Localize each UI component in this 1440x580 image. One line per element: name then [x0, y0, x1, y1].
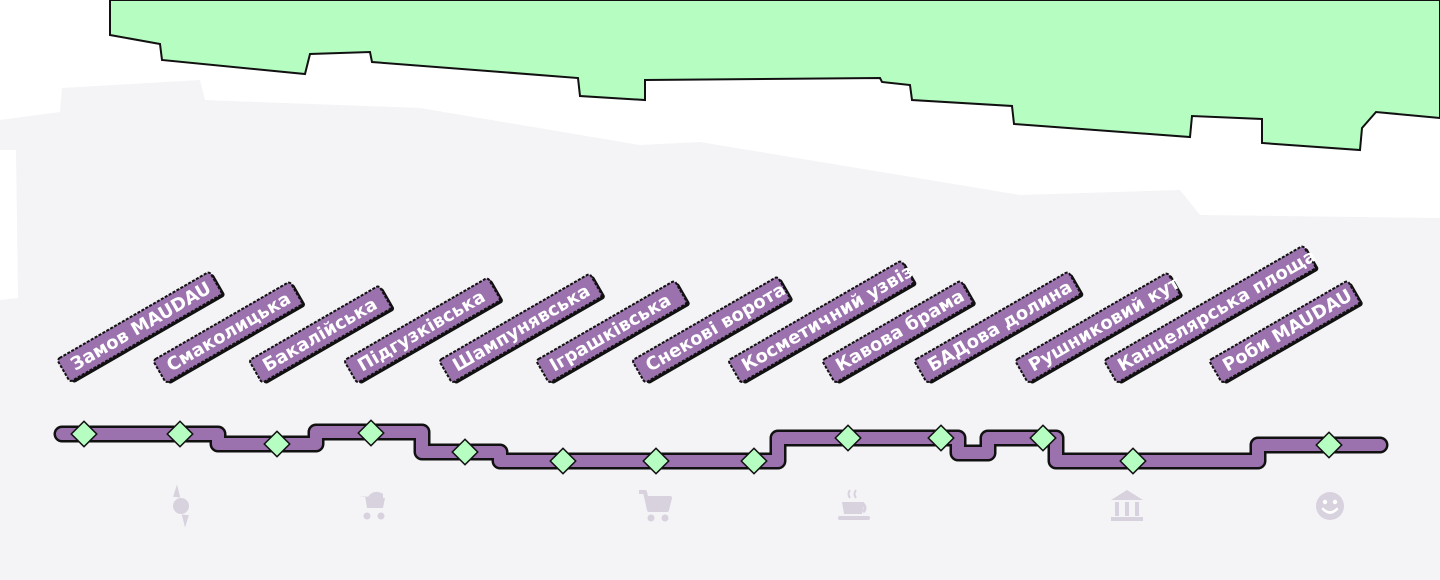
station-marker[interactable]	[642, 447, 670, 475]
station-label-pill	[344, 277, 501, 383]
stroller-icon	[359, 491, 385, 520]
coffee-cup-icon	[838, 489, 870, 520]
station-label-pill	[249, 285, 392, 383]
park-area	[109, 0, 1440, 152]
station-marker[interactable]	[357, 419, 385, 447]
station-label-pill	[57, 271, 223, 382]
station-label-pill	[1209, 280, 1361, 383]
station-marker[interactable]	[451, 438, 479, 466]
metro-line	[56, 426, 1386, 467]
station-marker[interactable]	[549, 447, 577, 475]
bank-icon	[1111, 490, 1143, 521]
station-label-pill	[536, 280, 688, 383]
station-label-pill	[439, 273, 603, 383]
station-marker[interactable]	[927, 424, 955, 452]
station-label-pill	[914, 271, 1082, 383]
smiley-icon	[1316, 492, 1344, 520]
station-marker[interactable]	[1029, 424, 1057, 452]
station-marker[interactable]	[834, 424, 862, 452]
station-marker[interactable]	[263, 430, 291, 458]
station-marker[interactable]	[1119, 447, 1147, 475]
station-marker[interactable]	[740, 447, 768, 475]
station-label-pill	[1104, 245, 1317, 383]
candy-icon	[173, 484, 189, 528]
station-marker[interactable]	[1315, 431, 1343, 459]
station-marker[interactable]	[70, 420, 98, 448]
station-marker[interactable]	[166, 420, 194, 448]
station-label-pill	[822, 280, 974, 383]
station-label-pill	[632, 276, 791, 383]
station-label-pill	[1015, 272, 1181, 383]
station-label-pill	[728, 260, 915, 383]
station-label-pill	[153, 281, 303, 383]
shopping-cart-icon	[639, 490, 672, 522]
